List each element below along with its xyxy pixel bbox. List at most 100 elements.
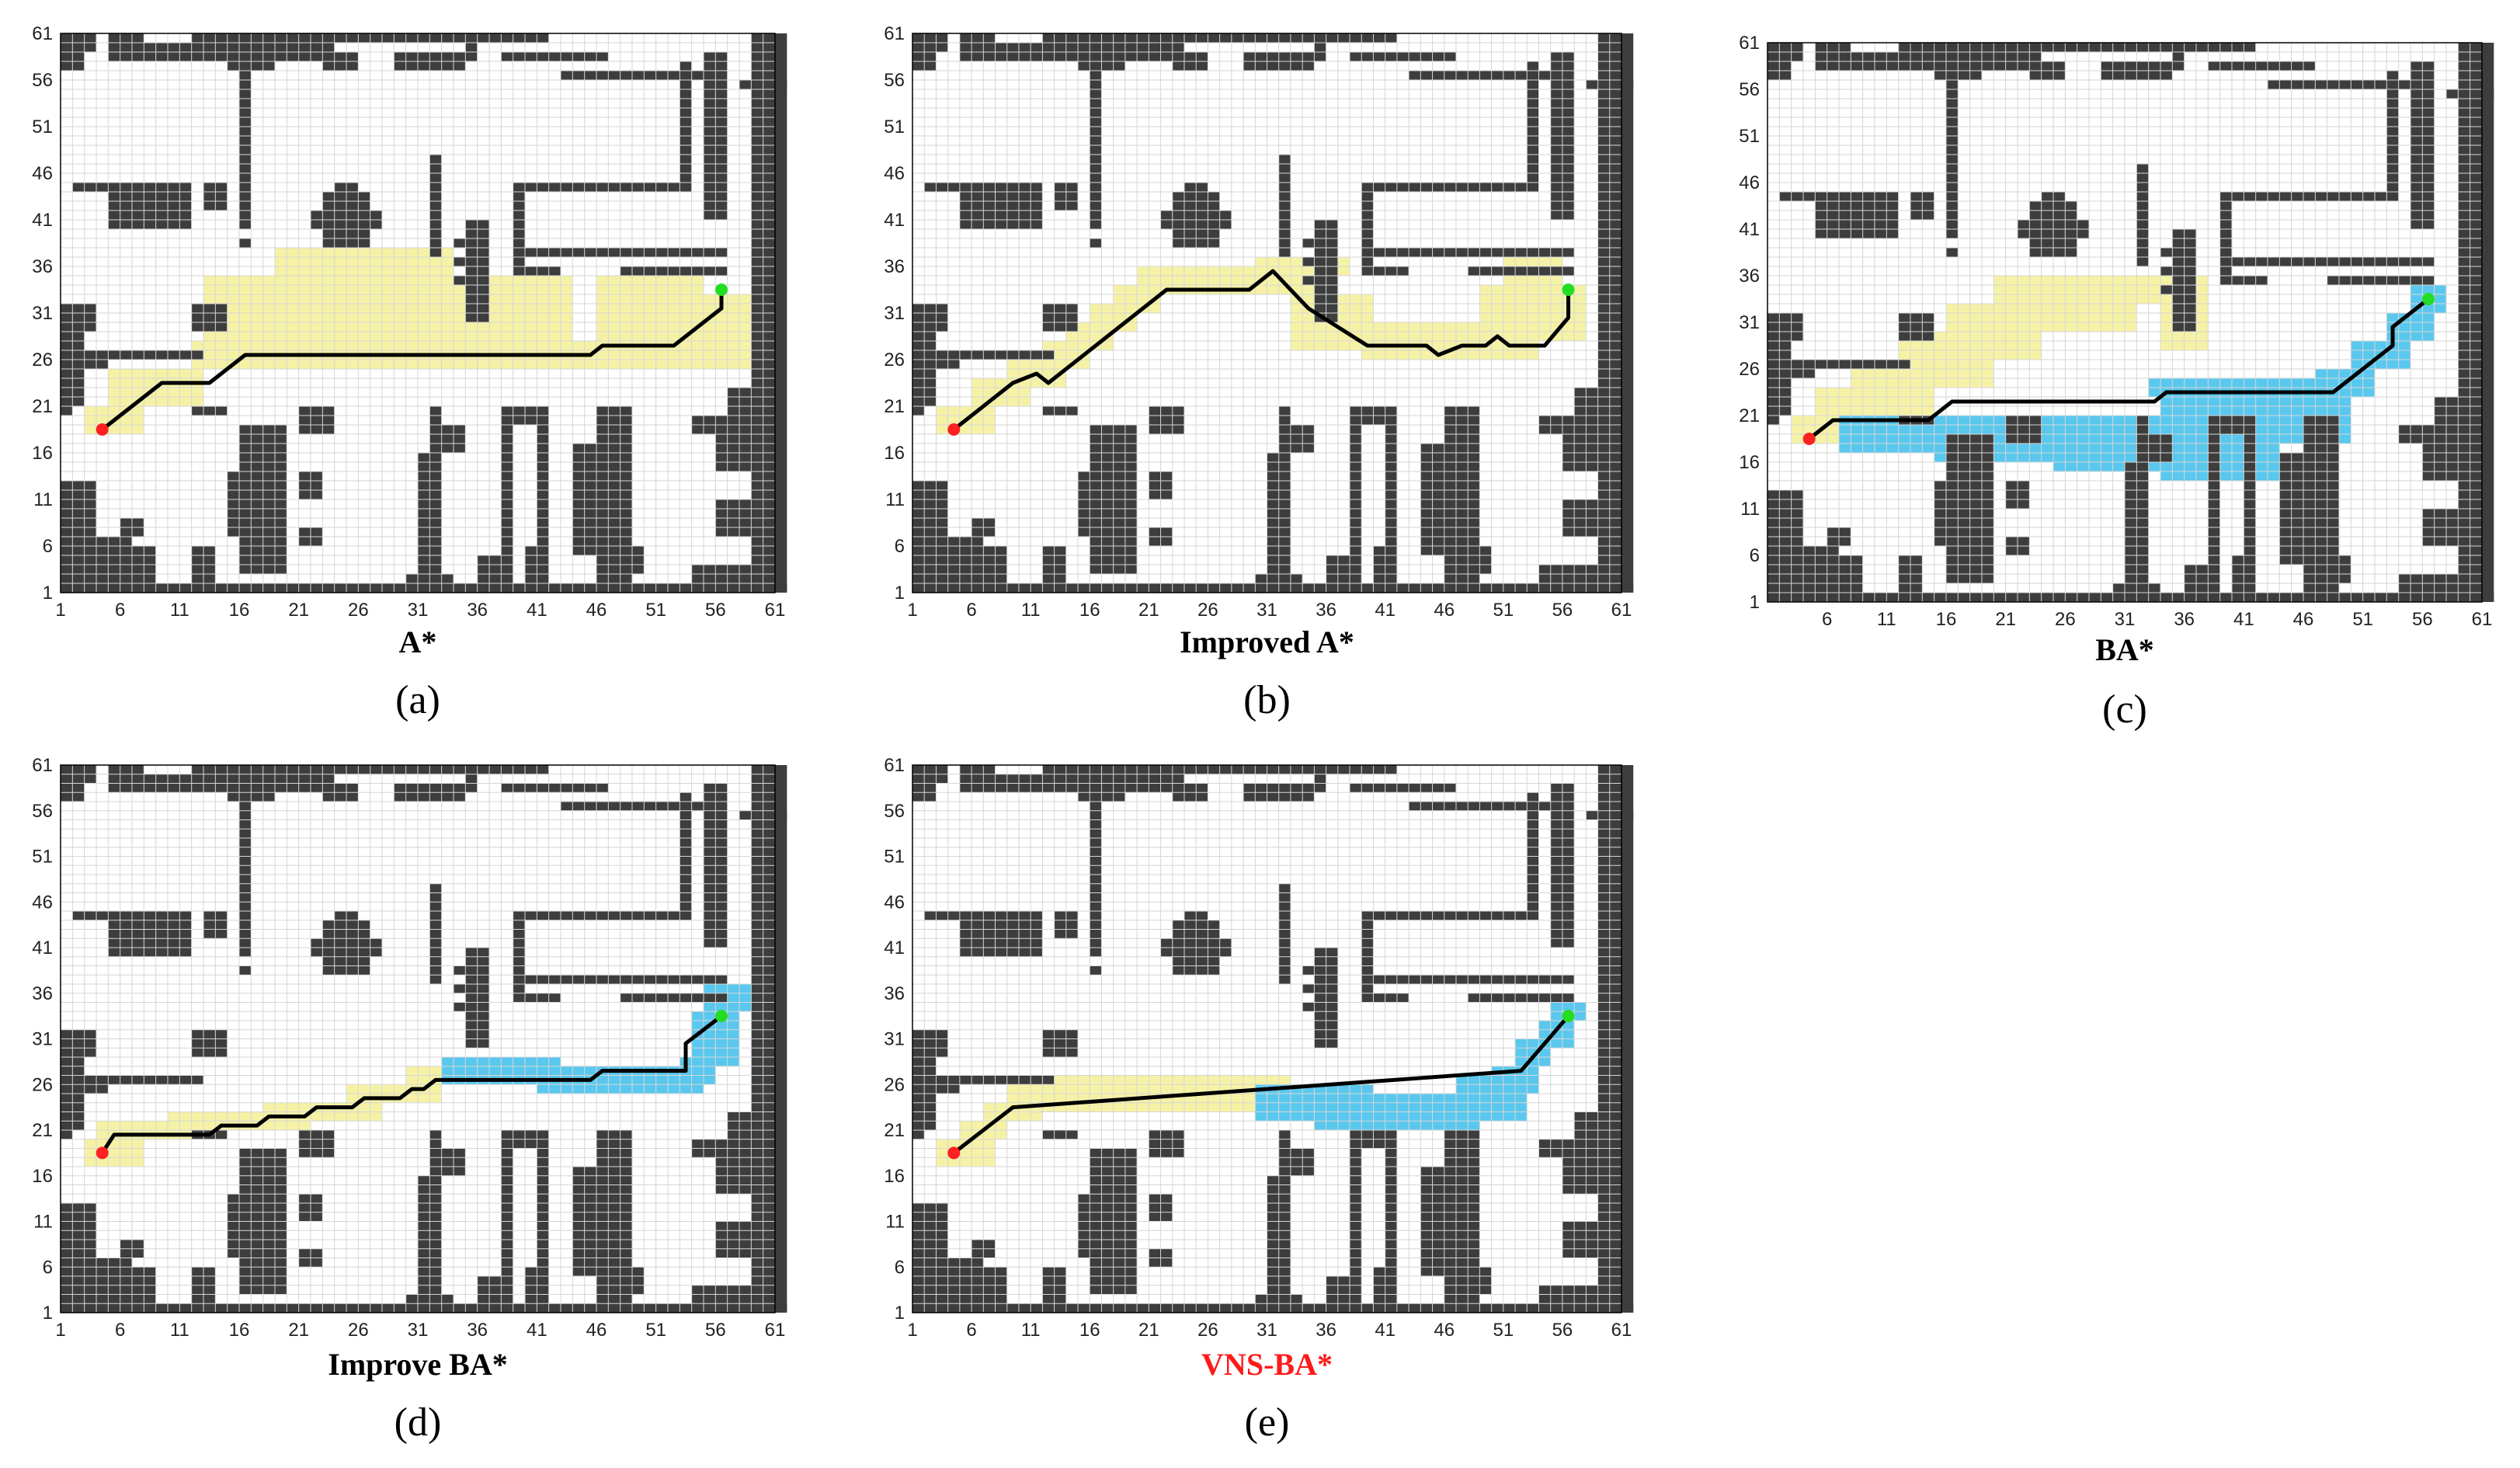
x-tick-label: 41: [1375, 600, 1396, 621]
obstacle-block: [1278, 883, 1291, 984]
x-tick-label: 41: [2233, 609, 2254, 630]
y-tick-label: 1: [895, 1303, 905, 1324]
x-tick-label: 16: [229, 1320, 250, 1341]
planned-path: [100, 1014, 723, 1154]
y-tick-label: 6: [895, 1257, 905, 1278]
x-tick-label: 26: [2055, 609, 2076, 630]
obstacle-block: [1090, 238, 1102, 248]
obstacle-block: [2160, 266, 2173, 276]
obstacle-block: [1767, 416, 1780, 425]
axes-frame: [60, 764, 776, 1313]
obstacle-block: [61, 304, 96, 332]
y-tick-label: 41: [884, 938, 905, 958]
y-tick-label: 21: [32, 1120, 53, 1141]
y-tick-label: 31: [884, 303, 905, 324]
obstacle-block: [1042, 304, 1079, 332]
y-tick-label: 6: [43, 536, 53, 557]
x-tick-label: 26: [1197, 1320, 1218, 1341]
y-tick-label: 56: [32, 801, 53, 822]
x-tick-label: 6: [966, 600, 976, 621]
obstacle-block: [1350, 783, 1456, 793]
axes-frame: [912, 33, 1622, 593]
axes-frame: [912, 764, 1622, 1313]
x-tick-label: 21: [1995, 609, 2016, 630]
obstacle-block: [2398, 574, 2459, 602]
y-tick-label: 36: [1739, 266, 1760, 287]
x-tick-label: 6: [966, 1320, 976, 1341]
y-tick-label: 11: [1740, 499, 1760, 520]
y-tick-label: 6: [895, 536, 905, 557]
obstacle-block: [972, 1267, 1007, 1313]
y-tick-label: 21: [1739, 405, 1760, 426]
y-tick-label: 46: [1739, 172, 1760, 193]
obstacle-block: [108, 765, 144, 793]
x-tick-label: 41: [527, 600, 547, 621]
x-tick-label: 61: [765, 1320, 786, 1341]
y-tick-label: 61: [1739, 33, 1760, 54]
x-tick-label: 11: [1021, 1320, 1041, 1341]
y-tick-label: 36: [32, 983, 53, 1004]
obstacle-block: [912, 1029, 948, 1057]
y-tick-label: 16: [884, 1166, 905, 1187]
y-tick-label: 31: [32, 1029, 53, 1050]
obstacle-block: [191, 304, 228, 332]
x-tick-label: 6: [1822, 609, 1832, 630]
x-tick-label: 31: [408, 600, 429, 621]
y-tick-label: 36: [884, 983, 905, 1004]
axes-frame: [60, 33, 776, 593]
panel-title: BA*: [2095, 632, 2154, 667]
x-tick-label: 6: [115, 1320, 125, 1341]
subfigure-label: (a): [395, 678, 440, 722]
obstacle-block: [632, 1267, 645, 1295]
obstacle-block: [227, 471, 263, 537]
obstacle-block: [2136, 416, 2149, 444]
y-tick-label: 11: [33, 1212, 53, 1233]
y-tick-label: 46: [884, 892, 905, 913]
obstacle-block: [912, 304, 948, 332]
x-tick-label: 36: [1316, 600, 1336, 621]
y-tick-label: 36: [32, 256, 53, 277]
obstacle-block: [1078, 471, 1114, 537]
x-tick-label: 41: [527, 1320, 547, 1341]
y-tick-label: 56: [884, 70, 905, 91]
goal-marker: [2422, 293, 2435, 305]
obstacle-block: [61, 1029, 96, 1057]
panel-title: Improve BA*: [328, 1347, 507, 1382]
obstacle-block: [1574, 388, 1610, 416]
x-tick-label: 11: [1021, 600, 1041, 621]
obstacle-block: [501, 783, 609, 793]
y-tick-label: 26: [884, 350, 905, 370]
obstacle-block: [2160, 285, 2173, 294]
subfigure-label: (b): [1243, 678, 1291, 722]
obstacle-block: [691, 565, 752, 593]
x-tick-label: 51: [2352, 609, 2373, 630]
x-tick-label: 31: [2115, 609, 2136, 630]
y-tick-label: 41: [884, 210, 905, 231]
obstacle-block: [1302, 238, 1315, 248]
obstacle-block: [239, 965, 252, 976]
obstacle-block: [620, 266, 728, 276]
x-tick-label: 56: [2412, 609, 2433, 630]
obstacle-block: [1574, 1111, 1610, 1139]
planned-path: [952, 269, 1571, 431]
obstacle-block: [1278, 155, 1291, 257]
x-tick-label: 46: [1434, 600, 1455, 621]
x-tick-label: 61: [1611, 600, 1632, 621]
obstacle-block: [1898, 313, 1934, 341]
x-tick-label: 36: [467, 1320, 488, 1341]
y-tick-label: 11: [33, 489, 53, 510]
obstacle-block: [501, 52, 609, 61]
y-tick-label: 16: [884, 443, 905, 464]
y-tick-label: 46: [32, 892, 53, 913]
x-tick-label: 1: [55, 1320, 65, 1341]
x-tick-label: 16: [1936, 609, 1957, 630]
x-tick-label: 61: [1611, 1320, 1632, 1341]
x-tick-label: 1: [55, 600, 65, 621]
forward-search-region: [84, 1139, 144, 1167]
x-tick-label: 56: [1552, 600, 1573, 621]
y-tick-label: 21: [884, 396, 905, 417]
obstacle-block: [61, 1130, 73, 1139]
obstacle-block: [120, 546, 156, 593]
